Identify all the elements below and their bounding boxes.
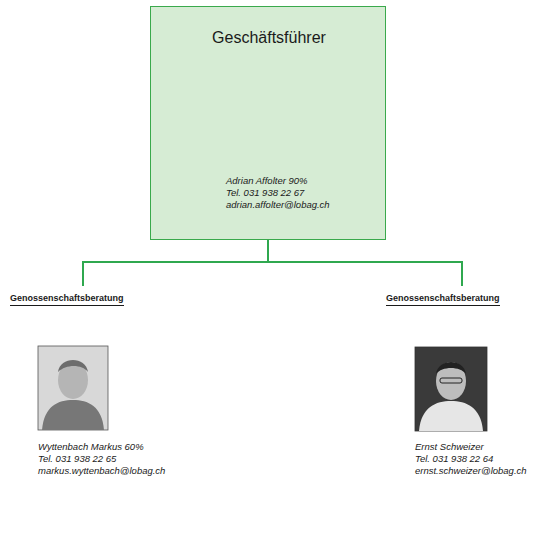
portrait-photo xyxy=(415,347,487,431)
contact-email: ernst.schweizer@lobag.ch xyxy=(415,465,527,477)
role-title: Geschäftsführer xyxy=(212,29,326,47)
org-connector xyxy=(83,240,268,286)
contact-name: Wyttenbach Markus 60% xyxy=(38,441,144,453)
role-heading: Genossenschaftsberatung xyxy=(386,293,500,306)
staff-node: GenossenschaftsberatungErnst SchweizerTe… xyxy=(384,293,540,493)
contact-email: adrian.affolter@lobag.ch xyxy=(226,199,330,211)
role-heading: Genossenschaftsberatung xyxy=(10,293,124,306)
contact-phone: Tel. 031 938 22 65 xyxy=(38,453,116,465)
portrait-photo xyxy=(38,346,108,430)
staff-node: GenossenschaftsberatungWyttenbach Markus… xyxy=(8,293,158,493)
contact-phone: Tel. 031 938 22 64 xyxy=(415,453,493,465)
manager-box: GeschäftsführerAdrian Affolter 90%Tel. 0… xyxy=(150,6,386,240)
contact-phone: Tel. 031 938 22 67 xyxy=(226,187,304,199)
contact-name: Ernst Schweizer xyxy=(415,441,484,453)
org-connector xyxy=(268,240,462,286)
contact-name: Adrian Affolter 90% xyxy=(226,175,308,187)
contact-email: markus.wyttenbach@lobag.ch xyxy=(38,465,165,477)
